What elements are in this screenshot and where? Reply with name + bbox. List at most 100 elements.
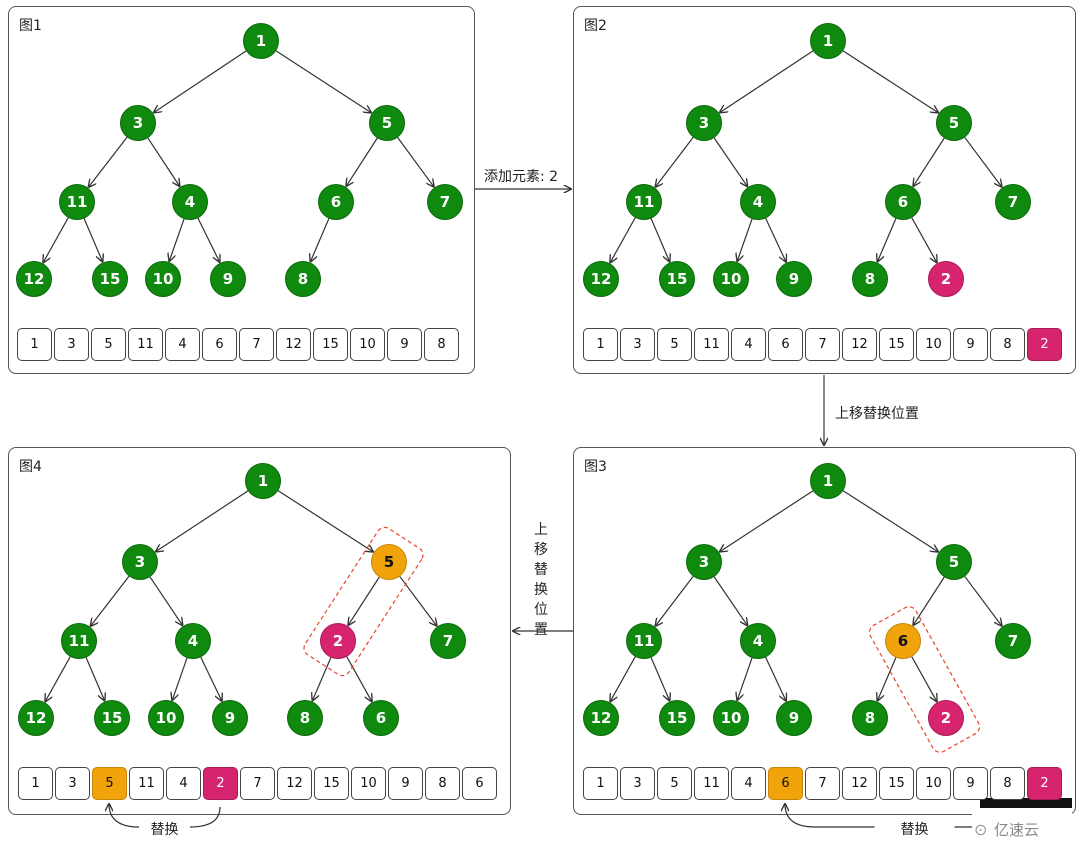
sift-up-label-char: 替 (534, 562, 548, 578)
array-cell: 12 (276, 328, 311, 361)
tree-edge (964, 137, 1002, 186)
swap-highlight-box (868, 606, 981, 753)
array-cell: 6 (202, 328, 237, 361)
tree-edge (310, 218, 330, 262)
tree-edge (275, 50, 371, 113)
tree-node: 4 (175, 623, 211, 659)
tree-edge (713, 137, 747, 186)
tree-node: 4 (740, 184, 776, 220)
array-cell: 4 (731, 328, 766, 361)
panel-title: 图4 (19, 459, 42, 475)
tree-node: 6 (363, 700, 399, 736)
sift-up-label-char: 换 (534, 582, 548, 598)
tree-edge (737, 657, 753, 700)
array-cell: 1 (583, 328, 618, 361)
tree-node: 3 (686, 105, 722, 141)
tree-edge (45, 656, 71, 702)
tree-edge (85, 657, 104, 701)
array-cell: 15 (314, 767, 349, 800)
tree-node: 11 (59, 184, 95, 220)
tree-node: 12 (583, 261, 619, 297)
tree-node: 3 (120, 105, 156, 141)
array-cell: 11 (128, 328, 163, 361)
array-cell: 12 (842, 767, 877, 800)
array-cell: 12 (277, 767, 312, 800)
tree-edge (154, 50, 247, 112)
tree-node: 8 (287, 700, 323, 736)
tree-edge (650, 218, 669, 262)
tree-node: 12 (16, 261, 52, 297)
array-cell: 7 (240, 767, 275, 800)
tree-node: 6 (318, 184, 354, 220)
array-cell: 5 (657, 767, 692, 800)
tree-edge (720, 50, 814, 113)
tree-node: 5 (936, 105, 972, 141)
array-cell: 11 (694, 328, 729, 361)
sift-up-label-char: 置 (534, 622, 548, 638)
array-cell: 15 (879, 767, 914, 800)
tree-edge (172, 657, 188, 700)
panel-title: 图2 (584, 18, 607, 34)
tree-node: 12 (583, 700, 619, 736)
array-cell: 9 (953, 767, 988, 800)
tree-edge (911, 217, 937, 263)
array-cell: 5 (91, 328, 126, 361)
tree-node: 8 (852, 700, 888, 736)
tree-node: 9 (212, 700, 248, 736)
tree-node: 1 (245, 463, 281, 499)
tree-edge (83, 218, 102, 262)
array-cell: 15 (879, 328, 914, 361)
tree-node: 5 (936, 544, 972, 580)
tree-node: 3 (686, 544, 722, 580)
tree-node: 4 (172, 184, 208, 220)
tree-node: 8 (852, 261, 888, 297)
sift-up-label-char: 上 (534, 522, 548, 538)
array-cell: 2 (203, 767, 238, 800)
tree-edge (200, 656, 222, 701)
tree-node: 1 (243, 23, 279, 59)
tree-edge (277, 490, 373, 552)
tree-edge (877, 218, 897, 262)
tree-node: 15 (659, 261, 695, 297)
array-cell: 4 (166, 767, 201, 800)
array-cell: 10 (351, 767, 386, 800)
array-cell: 6 (768, 767, 803, 800)
tree-node: 7 (995, 184, 1031, 220)
tree-node: 2 (928, 261, 964, 297)
tree-edge (737, 218, 753, 261)
array-cell: 4 (731, 767, 766, 800)
watermark-text: 亿速云 (994, 821, 1040, 839)
array-cell: 3 (620, 767, 655, 800)
tree-edge (197, 217, 220, 262)
tree-node: 10 (713, 261, 749, 297)
sift-up-label-1: 上移替换位置 (835, 406, 919, 422)
tree-node: 9 (776, 700, 812, 736)
array-cell: 3 (620, 328, 655, 361)
tree-edge (156, 490, 249, 552)
sift-up-label-char: 位 (534, 602, 548, 618)
array-cell: 10 (350, 328, 385, 361)
tree-edge (346, 656, 372, 702)
tree-node: 2 (928, 700, 964, 736)
tree-node: 1 (810, 463, 846, 499)
tree-node: 10 (145, 261, 181, 297)
tree-edge (842, 490, 938, 552)
tree-node: 7 (430, 623, 466, 659)
array-cell: 2 (1027, 767, 1062, 800)
tree-node: 6 (885, 184, 921, 220)
tree-edge (169, 218, 185, 261)
tree-edge (913, 137, 945, 186)
array-cell: 11 (129, 767, 164, 800)
tree-node: 8 (285, 261, 321, 297)
array-cell: 7 (805, 767, 840, 800)
array-cell: 12 (842, 328, 877, 361)
tree-edge (877, 657, 897, 701)
array-cell: 5 (92, 767, 127, 800)
array-cell: 8 (990, 767, 1025, 800)
tree-edge (655, 575, 694, 626)
tree-edge (149, 576, 182, 625)
tree-node: 15 (659, 700, 695, 736)
tree-edge (348, 576, 380, 625)
